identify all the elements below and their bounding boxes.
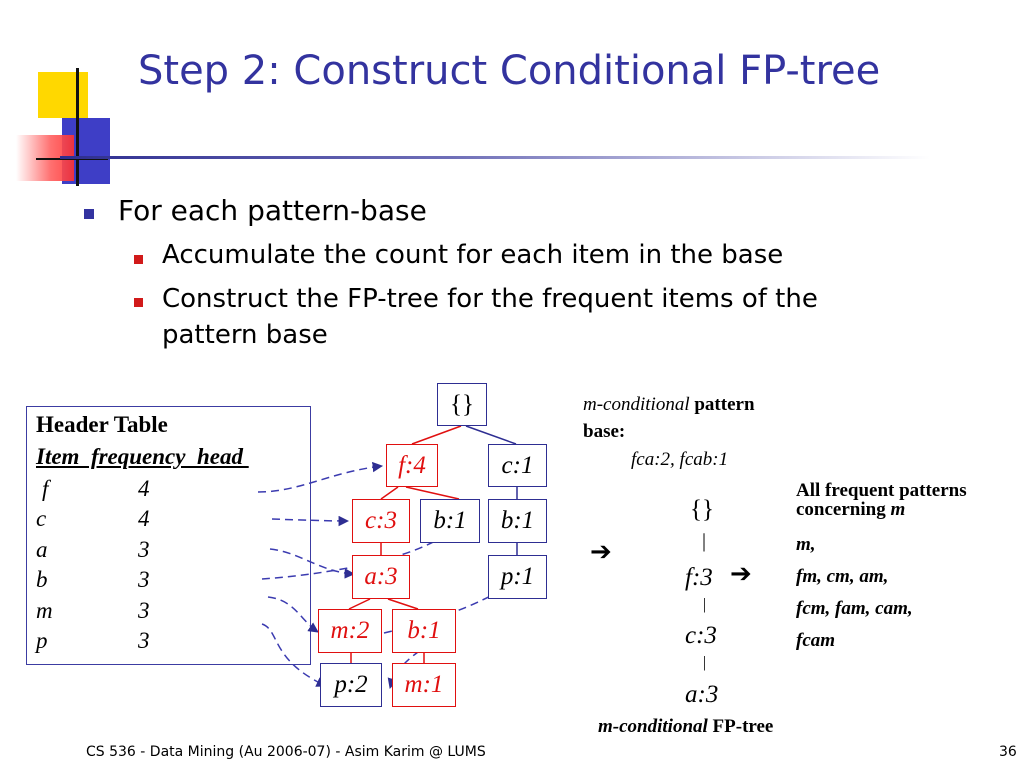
arrow-right-icon: ➔ — [730, 559, 752, 589]
header-row-item: c — [36, 506, 47, 531]
pattern-base-italic: m-conditional — [583, 394, 690, 415]
fp-node-a3: a:3 — [352, 555, 410, 599]
title-underline — [60, 156, 930, 159]
fp-node-m1: m:1 — [392, 663, 456, 707]
header-row-item: f — [42, 476, 49, 501]
tree-edges-blue — [465, 425, 518, 555]
patterns-heading-item: m — [890, 499, 906, 520]
header-row-freq: 4 — [138, 506, 150, 531]
header-table-title: Header Table — [36, 412, 168, 437]
header-row-item: a — [36, 537, 48, 562]
cond-tree-sep: | — [702, 530, 707, 552]
bullet-level2-2-cont: pattern base — [162, 320, 328, 350]
fp-node-b1: b:1 — [392, 609, 456, 653]
header-row-freq: 3 — [138, 567, 150, 592]
cond-tree-sep: | — [703, 596, 707, 613]
fp-node-b1: b:1 — [420, 499, 480, 543]
pattern-base-label: m-conditional pattern — [583, 394, 755, 416]
pattern-base-value: fca:2, fcab:1 — [631, 449, 729, 470]
bullet-level2-1: Accumulate the count for each item in th… — [162, 240, 784, 270]
fp-root: {} — [437, 383, 487, 426]
header-row-freq: 4 — [138, 476, 150, 501]
header-table-box — [26, 406, 311, 665]
fp-node-f4: f:4 — [386, 444, 438, 487]
bullet-square-3 — [134, 298, 143, 307]
cond-tree-sep: | — [703, 654, 707, 671]
patterns-heading-concerning: concerning — [796, 499, 891, 520]
fp-node-c3: c:3 — [352, 499, 410, 543]
fp-node-m2: m:2 — [318, 609, 382, 653]
bullet-square-2 — [134, 255, 143, 264]
header-row-freq: 3 — [138, 537, 150, 562]
pattern-line: fcm, fam, cam, — [796, 598, 913, 619]
pattern-base-label-line2: base: — [583, 421, 626, 442]
bullet-level2-2: Construct the FP-tree for the frequent i… — [162, 284, 818, 314]
footer-course: CS 536 - Data Mining (Au 2006-07) - Asim… — [86, 744, 486, 760]
header-row-item: p — [36, 628, 48, 653]
header-row-item: b — [36, 567, 48, 592]
fp-node-b1: b:1 — [488, 499, 547, 543]
pattern-line: m, — [796, 534, 816, 555]
bullet-square-1 — [84, 209, 94, 219]
cond-tree-node: c:3 — [685, 622, 717, 649]
cond-tree-caption-italic: m-conditional — [598, 716, 708, 737]
cond-tree-node: f:3 — [685, 564, 713, 591]
footer-page-number: 36 — [999, 744, 1017, 760]
bullet-level1: For each pattern-base — [118, 194, 427, 227]
pattern-line: fm, cm, am, — [796, 566, 889, 587]
cond-tree-caption-rest: FP-tree — [707, 716, 774, 737]
header-row-freq: 3 — [138, 598, 150, 623]
pattern-line: fcam — [796, 630, 836, 651]
cond-tree-caption: m-conditional FP-tree — [598, 716, 773, 738]
pattern-base-rest: pattern — [689, 394, 755, 415]
header-row-item: m — [36, 598, 53, 623]
tree-edges — [348, 425, 462, 663]
header-row-freq: 3 — [138, 628, 150, 653]
patterns-heading: All frequent patterns — [796, 480, 967, 501]
cond-tree-node: a:3 — [685, 681, 719, 708]
fp-node-c1: c:1 — [488, 444, 547, 487]
fp-node-p1: p:1 — [488, 555, 547, 599]
cond-tree-root: {} — [690, 496, 714, 523]
arrow-right-icon: ➔ — [590, 537, 612, 567]
header-table-columns: Item frequency head — [36, 444, 249, 469]
patterns-heading-line2: concerning m — [796, 499, 905, 521]
slide-title: Step 2: Construct Conditional FP-tree — [138, 48, 881, 94]
fp-node-p2: p:2 — [320, 663, 382, 707]
